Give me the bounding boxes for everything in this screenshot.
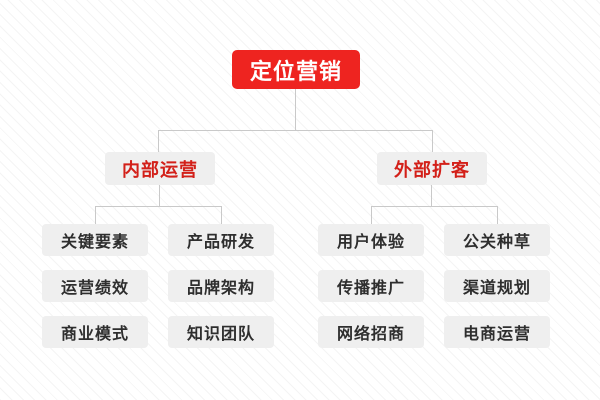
connector-root-to-branch-left: [158, 130, 159, 152]
connector-branch-left-crossbar: [95, 206, 221, 207]
leaf-node-operation-performance[interactable]: 运营绩效: [42, 270, 148, 302]
connector-branch-left-to-col-2: [221, 206, 222, 224]
leaf-node-communication-promotion[interactable]: 传播推广: [318, 270, 424, 302]
connector-branch-right-to-col-3: [371, 206, 372, 224]
leaf-node-online-investment-attraction[interactable]: 网络招商: [318, 316, 424, 348]
leaf-node-brand-architecture[interactable]: 品牌架构: [168, 270, 274, 302]
leaf-node-user-experience[interactable]: 用户体验: [318, 224, 424, 256]
connector-root-crossbar: [158, 130, 433, 131]
connector-branch-right-crossbar: [371, 206, 497, 207]
branch-node-internal-operations[interactable]: 内部运营: [105, 152, 215, 185]
connector-root-stem: [295, 89, 296, 130]
branch-node-external-customer-expansion[interactable]: 外部扩客: [377, 152, 487, 185]
root-node-positioning-marketing[interactable]: 定位营销: [232, 50, 360, 89]
leaf-node-product-rnd[interactable]: 产品研发: [168, 224, 274, 256]
leaf-node-public-relations-seeding[interactable]: 公关种草: [444, 224, 550, 256]
leaf-node-business-model[interactable]: 商业模式: [42, 316, 148, 348]
connector-branch-right-stem: [431, 185, 432, 206]
leaf-node-knowledge-team[interactable]: 知识团队: [168, 316, 274, 348]
connector-branch-left-to-col-1: [95, 206, 96, 224]
connector-branch-right-to-col-4: [497, 206, 498, 224]
leaf-node-channel-planning[interactable]: 渠道规划: [444, 270, 550, 302]
connector-root-to-branch-right: [432, 130, 433, 152]
connector-branch-left-stem: [159, 185, 160, 206]
leaf-node-ecommerce-operations[interactable]: 电商运营: [444, 316, 550, 348]
leaf-node-key-elements[interactable]: 关键要素: [42, 224, 148, 256]
